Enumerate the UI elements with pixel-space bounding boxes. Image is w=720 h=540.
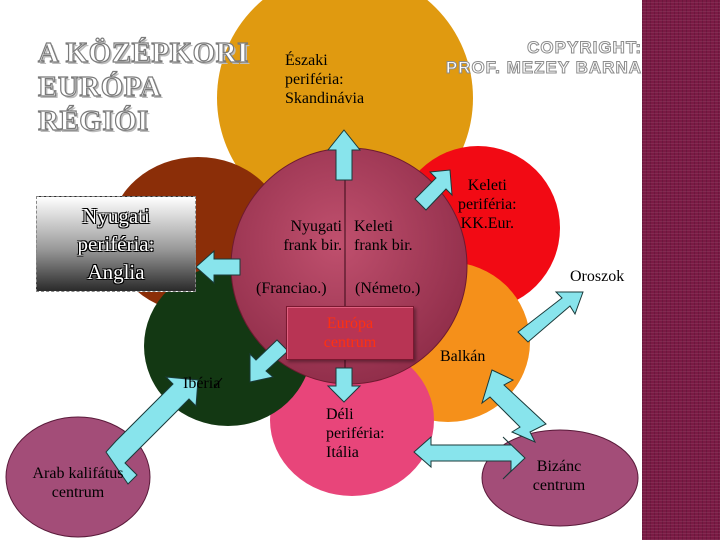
west-frank-line-1: Nyugati xyxy=(290,218,342,235)
north-line-1: Északi xyxy=(285,52,328,69)
east-periphery-label: Keleti periféria: KK.Eur. xyxy=(458,176,517,233)
west-line-2: periféria: xyxy=(77,232,155,256)
russians-label: Oroszok xyxy=(570,268,625,285)
iberia-label: Ibéria xyxy=(183,375,221,392)
south-periphery-label: Déli periféria: Itália xyxy=(326,405,385,462)
south-line-2: periféria: xyxy=(326,425,385,442)
center-line-2: centrum xyxy=(323,334,377,351)
east-line-1: Keleti xyxy=(467,177,507,194)
arrow-up-north-icon xyxy=(326,129,362,181)
copyright-line-1: COPYRIGHT: xyxy=(527,38,642,58)
arab-line-1: Arab kalifátus xyxy=(32,465,124,482)
west-frank-line-2: frank bir. xyxy=(283,237,342,254)
arrow-balkan-to-russians-icon xyxy=(517,291,584,343)
west-line-1: Nyugati xyxy=(82,204,150,228)
arrow-arab-to-iberia-icon xyxy=(105,376,199,485)
byzantium-label: Bizánc centrum xyxy=(512,457,606,495)
east-frank-country: (Németo.) xyxy=(355,280,421,297)
north-line-2: periféria: xyxy=(285,71,344,88)
europe-center-box: Európa centrum xyxy=(286,306,414,360)
iberia-label-line xyxy=(213,377,223,389)
arrow-down-south-icon xyxy=(326,367,362,403)
arrow-southwest-iberia-icon xyxy=(249,339,289,383)
arab-line-2: centrum xyxy=(51,484,105,501)
east-line-3: KK.Eur. xyxy=(460,215,514,232)
west-frank-label: Nyugati frank bir. xyxy=(256,217,342,255)
byzantium-line-1: Bizánc xyxy=(536,458,582,475)
south-periphery-circle xyxy=(270,344,434,496)
west-line-3: Anglia xyxy=(87,260,145,284)
copyright-notice: COPYRIGHT: PROF. MEZEY BARNA xyxy=(445,38,642,78)
west-periphery-box: Nyugati periféria: Anglia xyxy=(36,196,196,292)
west-frank-country: (Franciao.) xyxy=(256,280,327,297)
byzantium-line-2: centrum xyxy=(532,477,586,494)
arab-caliphate-label: Arab kalifátus centrum xyxy=(14,464,142,502)
center-line-1: Európa xyxy=(326,315,374,332)
south-line-3: Itália xyxy=(326,444,359,461)
east-frank-label: Keleti frank bir. xyxy=(354,217,413,255)
east-line-2: periféria: xyxy=(458,196,517,213)
balkan-label: Balkán xyxy=(440,348,486,365)
arrow-byzantium-to-south-icon xyxy=(413,435,526,480)
arrow-northeast-east-icon xyxy=(414,169,453,211)
north-periphery-label: Északi periféria: Skandinávia xyxy=(285,51,364,108)
title-line-1: A KÖZÉPKORI xyxy=(37,36,249,69)
north-line-3: Skandinávia xyxy=(285,90,365,107)
title-line-2: EURÓPA xyxy=(37,70,162,103)
east-frank-line-2: frank bir. xyxy=(354,237,413,254)
arrow-byzantium-to-balkan-icon xyxy=(481,369,547,444)
arrow-left-west-icon xyxy=(195,249,241,285)
copyright-line-2: PROF. MEZEY BARNA xyxy=(445,58,642,78)
decorative-sidebar xyxy=(642,0,720,540)
east-frank-line-1: Keleti xyxy=(354,218,394,235)
south-line-1: Déli xyxy=(326,406,354,423)
page-title: A KÖZÉPKORI EURÓPA RÉGIÓI xyxy=(37,36,258,138)
title-line-3: RÉGIÓI xyxy=(37,104,149,137)
